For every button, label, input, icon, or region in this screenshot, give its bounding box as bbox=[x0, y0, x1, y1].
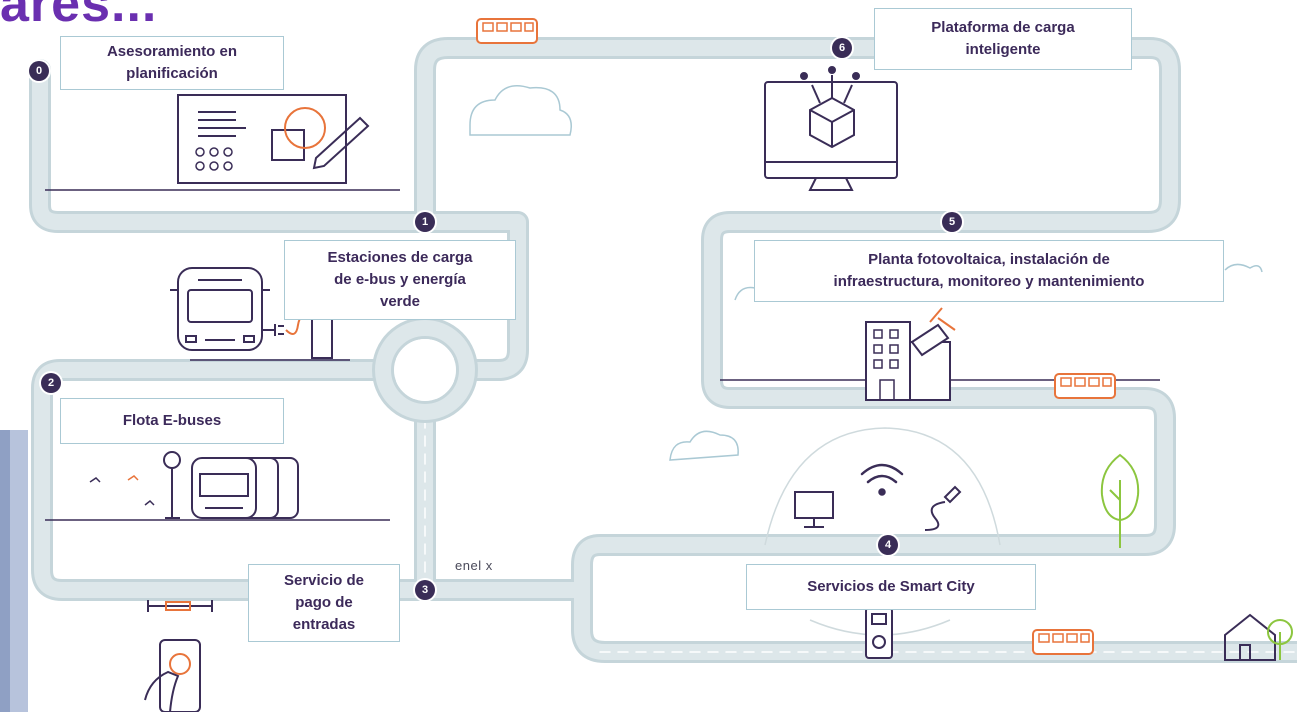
label-step-6-line-1: Plataforma de carga bbox=[931, 19, 1075, 36]
pencil-icon bbox=[312, 116, 370, 170]
label-step-3-line-3: entradas bbox=[292, 616, 356, 633]
computer-icon bbox=[794, 491, 834, 528]
step-badge-0: 0 bbox=[29, 61, 49, 81]
bus-stop-sign-icon bbox=[163, 451, 181, 519]
house-icon bbox=[1224, 613, 1293, 661]
step-badge-6: 6 bbox=[832, 38, 852, 58]
bus-fleet-icon bbox=[191, 457, 299, 519]
left-edge-strip-dark bbox=[0, 430, 10, 712]
label-step-1: Estaciones de carga de e-bus y energía v… bbox=[284, 240, 516, 320]
cable-plug-icon bbox=[924, 485, 962, 531]
enel-x-logo: enel x bbox=[455, 558, 493, 573]
label-step-1-line-3: verde bbox=[379, 293, 421, 310]
label-step-6-line-2: inteligente bbox=[965, 41, 1041, 58]
step-badge-1: 1 bbox=[415, 212, 435, 232]
wifi-icon bbox=[860, 463, 904, 496]
label-step-4: Servicios de Smart City bbox=[746, 564, 1036, 610]
tree-icon bbox=[1100, 453, 1140, 548]
label-step-2: Flota E-buses bbox=[60, 398, 284, 444]
label-step-3-line-1: Servicio de bbox=[283, 572, 365, 589]
e-bus-icon bbox=[170, 267, 270, 351]
label-step-0: Asesoramiento en planificación bbox=[60, 36, 284, 90]
charger-plug-icon bbox=[262, 315, 333, 359]
parking-meter-icon bbox=[865, 607, 893, 659]
monitor-cube-icon bbox=[764, 66, 898, 191]
step-badge-5: 5 bbox=[942, 212, 962, 232]
step-badge-4: 4 bbox=[878, 535, 898, 555]
title-fragment: ares... bbox=[0, 0, 158, 33]
label-step-5-line-1: Planta fotovoltaica, instalación de bbox=[868, 251, 1110, 268]
label-step-1-line-1: Estaciones de carga bbox=[327, 249, 473, 266]
label-step-6: Plataforma de carga inteligente bbox=[874, 8, 1132, 70]
building-solar-icon bbox=[865, 307, 956, 401]
smartphone-payment-icon bbox=[144, 600, 213, 712]
step-badge-3: 3 bbox=[415, 580, 435, 600]
label-step-2-line-1: Flota E-buses bbox=[122, 412, 222, 429]
planning-board-icon bbox=[177, 94, 347, 184]
label-step-5-line-2: infraestructura, monitoreo y mantenimien… bbox=[833, 273, 1145, 290]
label-step-3: Servicio de pago de entradas bbox=[248, 564, 400, 642]
label-step-0-line-2: planificación bbox=[126, 65, 218, 82]
label-step-4-line-1: Servicios de Smart City bbox=[807, 578, 975, 595]
label-step-5: Planta fotovoltaica, instalación de infr… bbox=[754, 240, 1224, 302]
label-step-0-line-1: Asesoramiento en bbox=[106, 43, 238, 60]
birds-decoration bbox=[89, 475, 155, 506]
orange-bus-icon bbox=[476, 18, 1116, 655]
label-step-3-line-2: pago de bbox=[295, 594, 353, 611]
label-step-1-line-2: de e-bus y energía bbox=[334, 271, 466, 288]
smart-city-dome bbox=[764, 427, 1001, 546]
step-badge-2: 2 bbox=[41, 373, 61, 393]
